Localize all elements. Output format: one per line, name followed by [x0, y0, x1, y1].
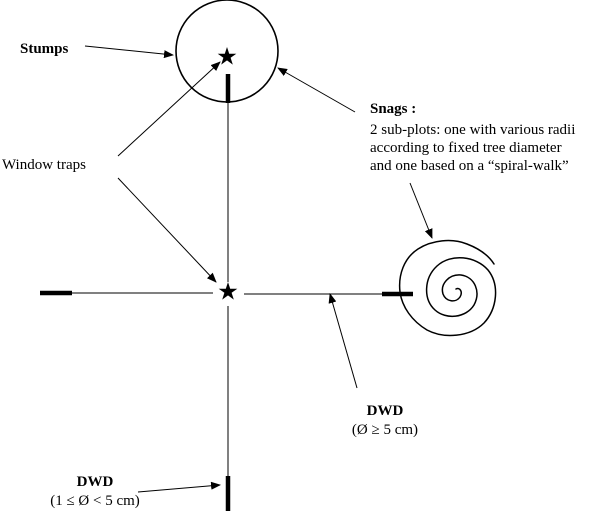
dwd-large-arrow: [328, 293, 358, 389]
dwd-small-title: DWD: [76, 474, 114, 490]
dwd-large-range: (Ø ≥ 5 cm): [351, 422, 419, 438]
snags-title: Snags :: [370, 101, 417, 117]
window-trap-arrow-upper: [117, 61, 221, 157]
window-trap-arrow-lower: [117, 177, 217, 283]
snags-description-line-1: 2 sub-plots: one with various radii: [370, 122, 576, 138]
star-icon: [217, 47, 237, 65]
window-traps-label: Window traps: [2, 157, 86, 173]
stumps-arrow: [84, 45, 174, 59]
dwd-small-range: (1 ≤ Ø < 5 cm): [50, 493, 140, 509]
snags-circle-arrow: [277, 67, 356, 113]
snags-spiral-arrow: [409, 182, 433, 239]
snags-description-line-2: according to fixed tree diameter: [370, 140, 562, 156]
snags-description-line-3: and one based on a “spiral-walk”: [370, 158, 569, 174]
stumps-label: Stumps: [20, 41, 69, 57]
dwd-small-arrow: [137, 481, 221, 493]
star-icon: [218, 282, 238, 300]
spiral-icon: [398, 239, 497, 337]
dwd-large-title: DWD: [366, 403, 404, 419]
